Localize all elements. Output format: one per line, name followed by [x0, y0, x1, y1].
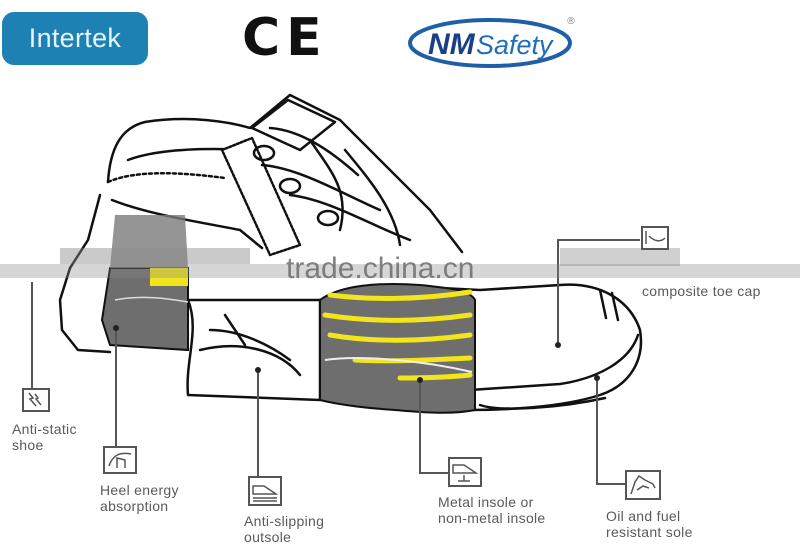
registered-mark: ®: [566, 16, 576, 27]
label-line-1: Oil and fuel: [606, 508, 681, 524]
feature-label-composite-toe-cap: composite toe cap: [642, 283, 761, 299]
ce-mark-logo: CE: [242, 8, 328, 68]
feature-label-insole: Metal insole or non-metal insole: [438, 494, 546, 526]
heel-energy-icon: [103, 446, 137, 474]
anti-static-icon: [22, 388, 50, 412]
nm-logo-suffix: Safety: [476, 30, 554, 60]
nm-logo-prefix: NM: [428, 28, 476, 61]
insole-icon: [448, 457, 482, 487]
anti-slip-icon: [248, 476, 282, 506]
feature-label-anti-static: Anti-static shoe: [12, 421, 77, 453]
nmsafety-logo: NM Safety ®: [406, 12, 580, 70]
watermark-text: trade.china.cn: [286, 252, 474, 284]
label-line-2: shoe: [12, 437, 44, 453]
label-line-2: outsole: [244, 529, 292, 545]
watermark-band: trade.china.cn: [0, 248, 800, 285]
label-line-2: non-metal insole: [438, 510, 546, 526]
label-line-1: Anti-static: [12, 421, 77, 437]
intertek-logo: Intertek: [2, 12, 148, 65]
label-line-2: resistant sole: [606, 524, 693, 540]
label-line-1: Anti-slipping: [244, 513, 325, 529]
label-line-1: Heel energy: [100, 482, 179, 498]
label-line-1: Metal insole or: [438, 494, 534, 510]
feature-label-oil-fuel: Oil and fuel resistant sole: [606, 508, 693, 540]
feature-label-heel-energy: Heel energy absorption: [100, 482, 179, 514]
feature-label-anti-slipping: Anti-slipping outsole: [244, 513, 324, 545]
label-line-2: absorption: [100, 498, 169, 514]
oil-fuel-icon: [625, 470, 661, 500]
toe-cap-icon: [641, 226, 669, 250]
